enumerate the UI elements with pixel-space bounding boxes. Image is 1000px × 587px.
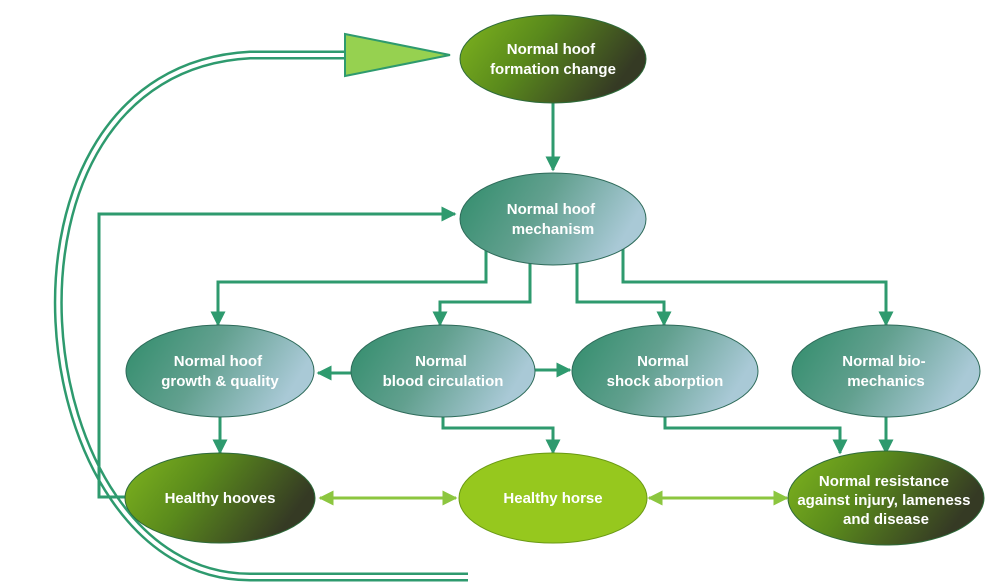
arrow-shock-to-resistance bbox=[663, 417, 848, 455]
node-shock-absorption: Normal shock aborption bbox=[571, 324, 759, 418]
node-biomechanics: Normal bio- mechanics bbox=[791, 324, 981, 418]
node-mechanism: Normal hoof mechanism bbox=[459, 172, 647, 266]
healthy-horse-label: Healthy horse bbox=[503, 490, 602, 507]
shock-absorption-line1: Normal bbox=[637, 353, 689, 370]
arrow-mechanism-to-biomechanics bbox=[621, 248, 894, 327]
arrow-mechanism-to-shock bbox=[575, 262, 672, 327]
shock-absorption-line2: shock aborption bbox=[607, 373, 724, 390]
svg-text:Normal blood circulation: Normal blood circulation bbox=[383, 353, 504, 390]
node-formation-change: Normal hoof formation change bbox=[459, 14, 647, 104]
mechanism-line2: mechanism bbox=[512, 221, 595, 238]
svg-text:Normal shock aborption: Normal shock aborption bbox=[607, 353, 724, 390]
growth-quality-line1: Normal hoof bbox=[174, 353, 263, 370]
feedback-arrowhead bbox=[344, 32, 451, 78]
node-resistance: Normal resistance against injury, lamene… bbox=[787, 450, 985, 546]
node-growth-quality: Normal hoof growth & quality bbox=[125, 324, 315, 418]
svg-text:Healthy horse: Healthy horse bbox=[503, 490, 602, 507]
arrow-hooves-to-mechanism bbox=[97, 206, 457, 499]
arrow-blood-to-horse bbox=[441, 417, 561, 455]
resistance-line2: against injury, lameness bbox=[797, 492, 970, 509]
svg-text:Normal hoof growth & qua: Normal hoof growth & quality bbox=[161, 353, 279, 390]
blood-circulation-line2: blood circulation bbox=[383, 373, 504, 390]
feedback-arrow bbox=[53, 32, 468, 582]
biomechanics-line2: mechanics bbox=[847, 373, 925, 390]
formation-change-line2: formation change bbox=[490, 61, 616, 78]
node-healthy-hooves: Healthy hooves bbox=[124, 452, 316, 544]
node-healthy-horse: Healthy horse bbox=[458, 452, 648, 544]
growth-quality-line2: growth & quality bbox=[161, 373, 279, 390]
biomechanics-line1: Normal bio- bbox=[842, 353, 925, 370]
node-blood-circulation: Normal blood circulation bbox=[350, 324, 536, 418]
formation-change-line1: Normal hoof bbox=[507, 41, 596, 58]
resistance-line3: and disease bbox=[843, 511, 929, 528]
svg-text:Normal resistance agains: Normal resistance against injury, lamene… bbox=[797, 473, 974, 528]
healthy-hooves-label: Healthy hooves bbox=[165, 490, 276, 507]
resistance-line1: Normal resistance bbox=[819, 473, 949, 490]
svg-text:Normal hoof mechanism: Normal hoof mechanism bbox=[507, 201, 600, 238]
svg-text:Healthy hooves: Healthy hooves bbox=[165, 490, 276, 507]
svg-text:Normal bio- mechanics: Normal bio- mechanics bbox=[842, 353, 930, 390]
blood-circulation-line1: Normal bbox=[415, 353, 467, 370]
arrow-mechanism-to-blood bbox=[432, 262, 532, 327]
mechanism-line1: Normal hoof bbox=[507, 201, 596, 218]
arrow-mechanism-to-growth bbox=[210, 248, 488, 327]
svg-text:Normal hoof formation ch: Normal hoof formation change bbox=[490, 41, 616, 78]
connectors bbox=[97, 103, 894, 506]
